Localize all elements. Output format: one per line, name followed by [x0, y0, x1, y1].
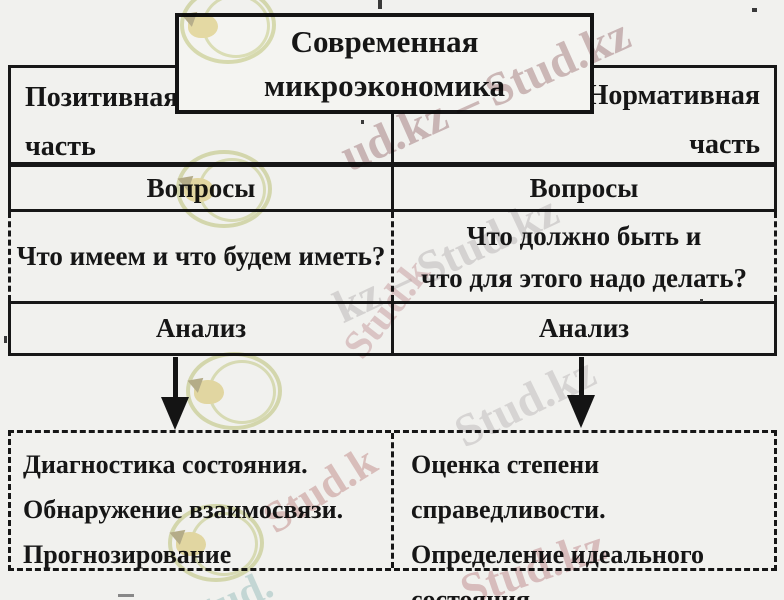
logo-ring-icon	[186, 352, 282, 430]
normative-part-header: Нормативная часть	[586, 80, 760, 160]
logo-ring-icon	[208, 360, 276, 424]
positive-question: Что имеем и что будем иметь?	[11, 212, 394, 301]
normative-question-line2: что для этого надо делать?	[420, 262, 748, 293]
scan-speck	[752, 8, 757, 12]
normative-outcomes: Оценка степени справедливости. Определен…	[394, 433, 774, 600]
positive-outcome-line3: Прогнозирование	[23, 540, 232, 569]
positive-outcomes: Диагностика состояния. Обнаружение взаим…	[11, 433, 394, 569]
scan-speck	[118, 594, 134, 597]
normative-question-line1: Что должно быть и	[466, 220, 702, 251]
logo-leaf-icon	[184, 373, 204, 393]
normative-outcome-line3: состояния	[411, 585, 531, 600]
analysis-label-right: Анализ	[538, 313, 630, 343]
diagram-title: Современная микроэкономика	[264, 23, 505, 103]
scan-speck	[700, 299, 703, 302]
stud-kz-logo-watermark-icon	[184, 352, 282, 430]
header-band: Позитивная часть Нормативная часть	[8, 65, 777, 165]
questions-label-left: Вопросы	[11, 167, 394, 209]
questions-label-right: Вопросы	[529, 172, 639, 203]
center-divider-line	[391, 113, 394, 162]
normative-outcome-line1: Оценка степени справедливости.	[411, 450, 606, 524]
positive-part-header: Позитивная часть	[25, 82, 179, 162]
normative-question: Что должно быть и что для этого надо дел…	[394, 212, 774, 301]
questions-row: Вопросы Вопросы	[8, 164, 777, 212]
scan-speck	[4, 336, 7, 343]
down-arrow-left-shaft	[173, 357, 178, 399]
scan-speck	[378, 0, 382, 9]
analysis-label-left: Анализ	[11, 304, 394, 353]
scan-speck	[361, 120, 364, 124]
logo-blob-icon	[194, 380, 224, 404]
down-arrow-left-icon	[161, 397, 189, 430]
normative-outcome-line2: Определение идеального	[411, 540, 705, 569]
down-arrow-right-icon	[567, 395, 595, 428]
analysis-row: Анализ Анализ	[8, 301, 777, 356]
positive-outcome-line1: Диагностика состояния.	[23, 450, 308, 479]
positive-outcome-line2: Обнаружение взаимосвязи.	[23, 495, 344, 524]
title-box: Современная микроэкономика	[175, 13, 594, 114]
outcomes-box: Диагностика состояния. Обнаружение взаим…	[8, 430, 777, 600]
question-text-row: Что имеем и что будем иметь? Что должно …	[8, 212, 777, 301]
down-arrow-right-shaft	[579, 357, 584, 397]
